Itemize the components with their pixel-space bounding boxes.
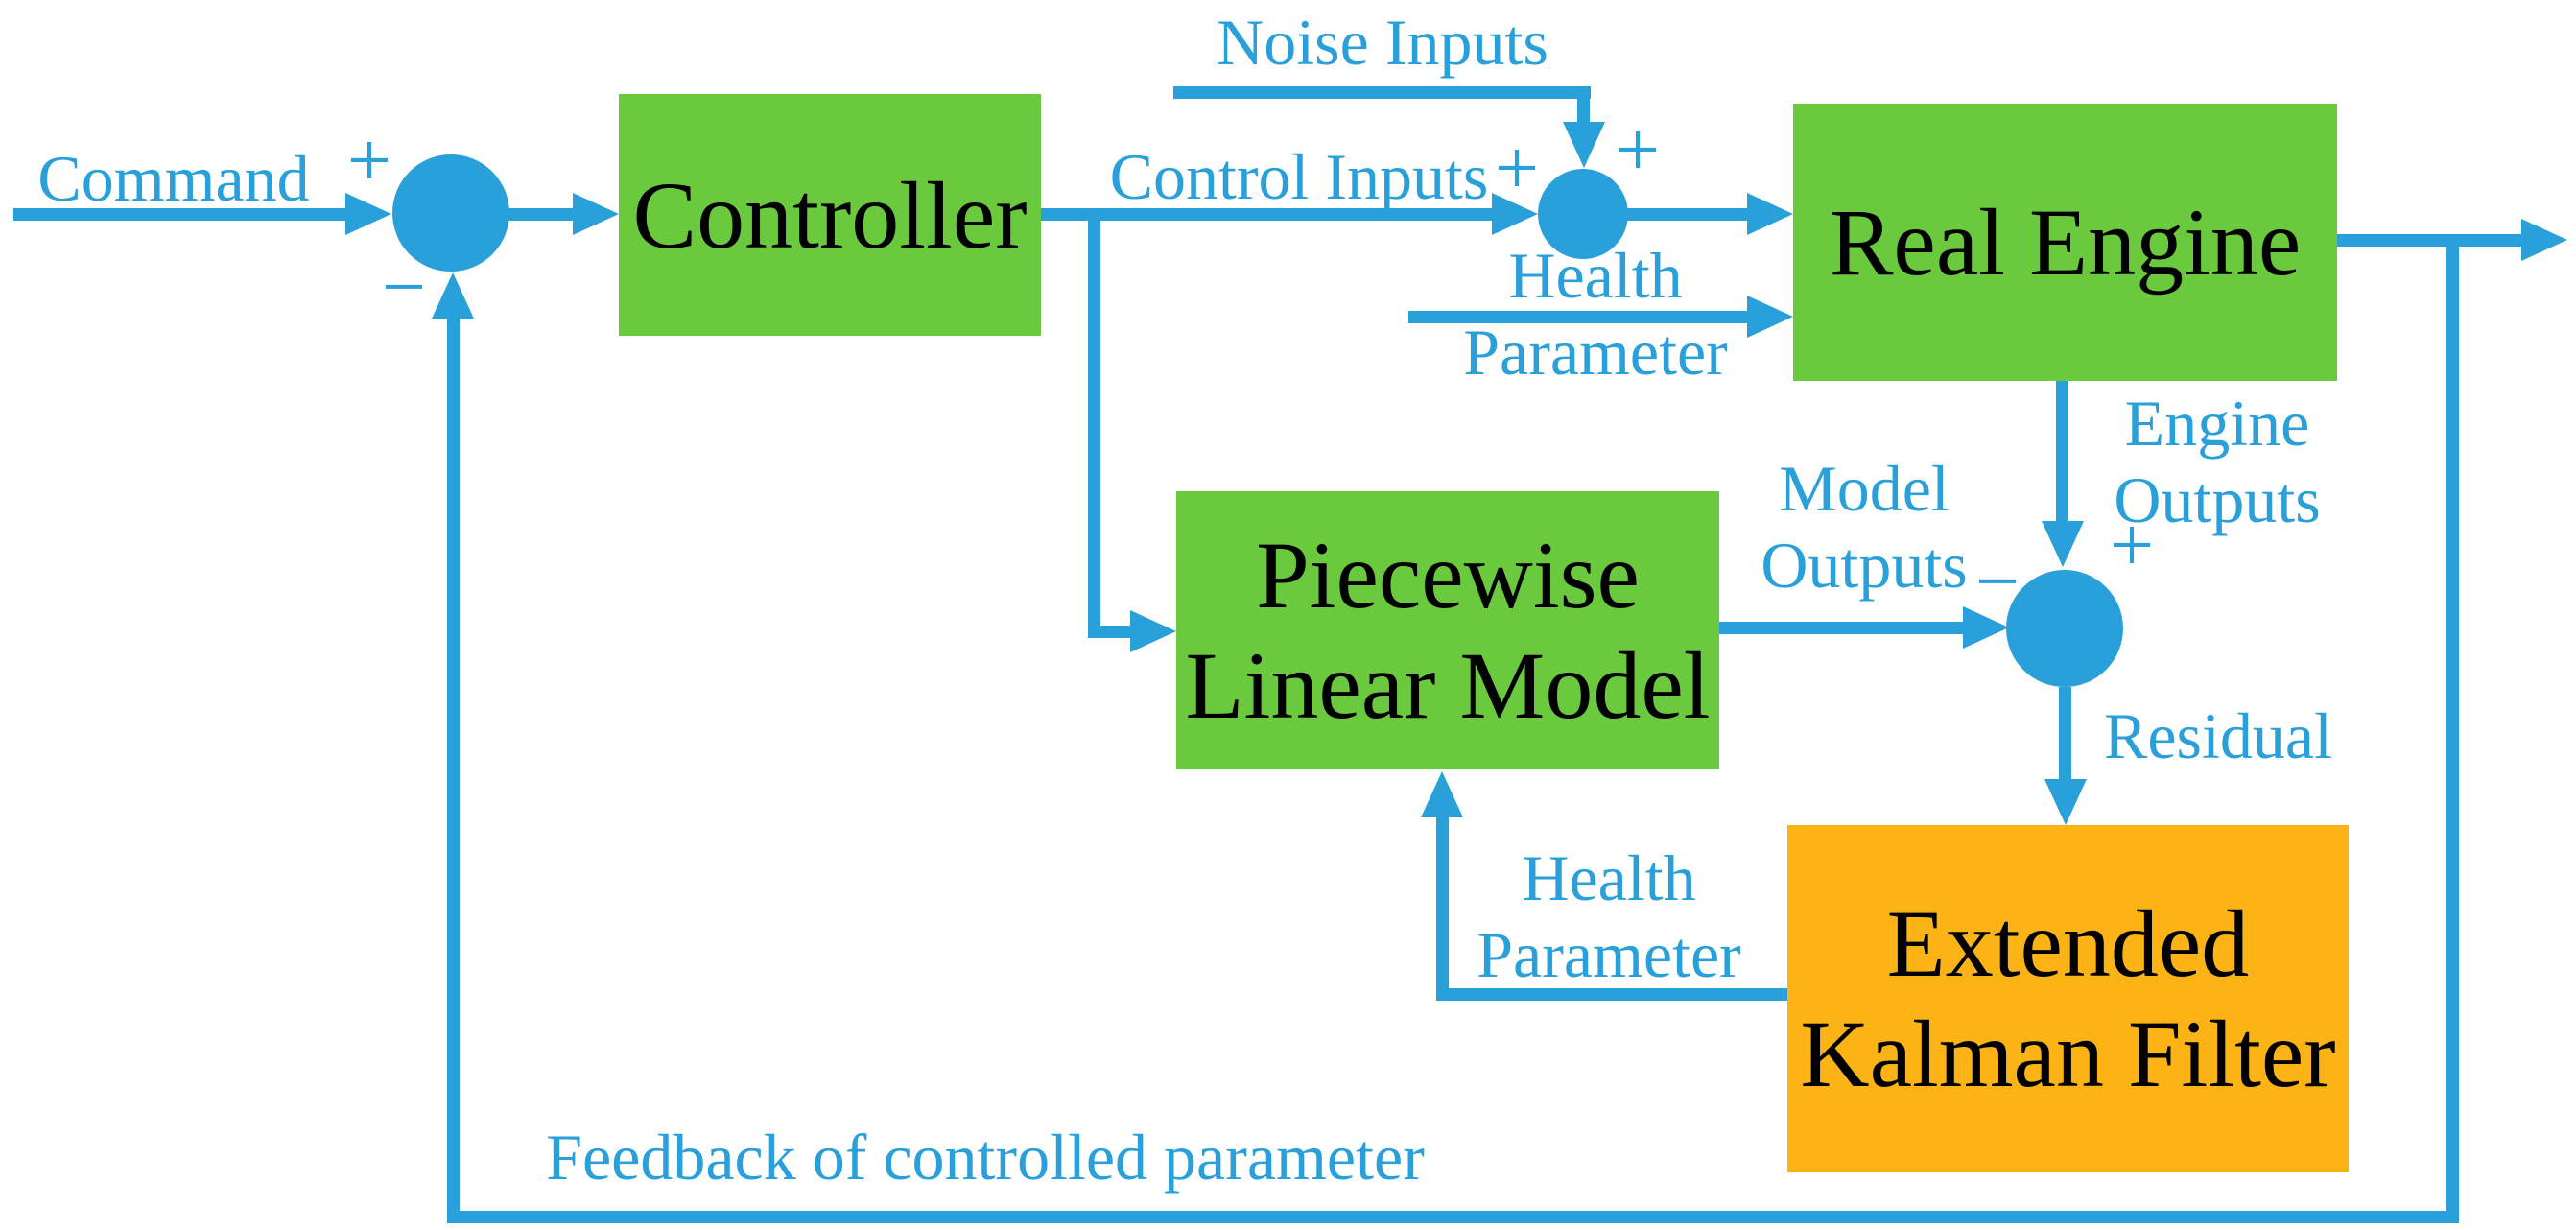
- arrowhead-right-icon: [1747, 193, 1793, 235]
- residual-line: [2059, 687, 2071, 781]
- plm-label-line1: Piecewise: [1256, 522, 1640, 628]
- ekf-health-parameter-line: [1436, 988, 1787, 1001]
- sum3-minus-sign: −: [1974, 537, 2021, 625]
- sum2-plus-left-sign: +: [1494, 124, 1540, 211]
- arrowhead-down-icon: [2042, 521, 2084, 567]
- arrowhead-down-icon: [1563, 122, 1605, 168]
- health-engine-line2: Parameter: [1463, 316, 1728, 389]
- controller-block: Controller: [619, 94, 1041, 336]
- arrowhead-up-icon: [1421, 771, 1463, 817]
- feedback-left-vertical-line: [447, 319, 460, 1211]
- arrowhead-right-icon: [1747, 296, 1793, 338]
- health-engine-line1: Health: [1508, 238, 1683, 312]
- health-ekf-line2: Parameter: [1477, 918, 1741, 991]
- summing-junction-residual: [2006, 570, 2123, 687]
- arrowhead-right-icon: [1963, 606, 2009, 649]
- sum1-plus-sign: +: [346, 116, 392, 203]
- sum2-plus-top-sign: +: [1615, 106, 1661, 193]
- health-ekf-line1: Health: [1522, 840, 1696, 914]
- ekf-label-line1: Extended: [1886, 890, 2250, 997]
- controller-to-sum2-line: [1041, 208, 1492, 221]
- summing-junction-noise: [1538, 169, 1628, 259]
- feedback-right-vertical-line: [2446, 234, 2459, 1223]
- engine-output-line: [2337, 234, 2523, 247]
- model-outputs-line: [1719, 622, 1963, 634]
- control-inputs-label: Control Inputs: [1109, 139, 1489, 213]
- arrowhead-right-icon: [573, 193, 619, 235]
- arrowhead-right-icon: [1492, 193, 1538, 235]
- summing-junction-command: [392, 154, 509, 272]
- model-outputs-line2: Outputs: [1761, 529, 1968, 602]
- arrowhead-right-icon: [2521, 219, 2567, 261]
- arrowhead-up-icon: [432, 272, 474, 319]
- plm-label-line2: Linear Model: [1185, 632, 1711, 739]
- arrowhead-right-icon: [345, 193, 391, 235]
- sum1-to-controller-line: [507, 208, 574, 221]
- engine-outputs-line1: Engine: [2124, 386, 2310, 460]
- sum3-plus-sign: +: [2109, 501, 2155, 588]
- real-engine-block: Real Engine: [1793, 104, 2337, 381]
- command-label: Command: [37, 141, 310, 215]
- ekf-label-line2: Kalman Filter: [1800, 1001, 2336, 1107]
- residual-label: Residual: [2104, 698, 2332, 772]
- noise-inputs-elbow-line: [1577, 86, 1590, 125]
- noise-inputs-label: Noise Inputs: [1217, 5, 1548, 79]
- ekf-health-parameter-vertical-line: [1436, 817, 1449, 1001]
- feedback-label: Feedback of controlled parameter: [546, 1120, 1425, 1194]
- branch-to-plm-line: [1088, 626, 1132, 638]
- real-engine-block-label: Real Engine: [1829, 189, 2302, 296]
- controller-block-label: Controller: [632, 161, 1028, 269]
- sum2-to-engine-line: [1626, 208, 1749, 221]
- health-parameter-engine-line: [1408, 311, 1749, 323]
- command-arrow-line: [13, 208, 345, 221]
- engine-outputs-line: [2056, 381, 2068, 523]
- sum1-minus-sign: −: [381, 243, 427, 330]
- noise-inputs-line: [1173, 86, 1591, 99]
- feedback-bottom-line: [447, 1211, 2459, 1223]
- model-outputs-line1: Model: [1779, 451, 1950, 525]
- controller-branch-vertical-line: [1088, 208, 1100, 638]
- engine-outputs-line2: Outputs: [2114, 463, 2321, 536]
- arrowhead-down-icon: [2044, 779, 2087, 825]
- arrowhead-right-icon: [1130, 610, 1176, 652]
